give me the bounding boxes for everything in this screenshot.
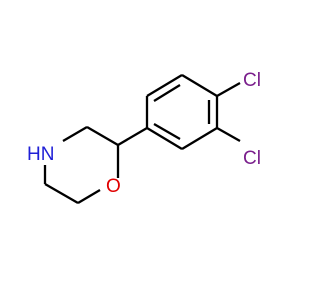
bond-ar5-cl xyxy=(216,126,241,143)
bond-ar6-ar1 xyxy=(146,127,183,150)
bond-ar4-cl xyxy=(216,81,241,98)
double-bond-inner-left xyxy=(153,84,181,102)
chlorine-label-meta: Cl xyxy=(243,148,261,169)
chlorine-label-para: Cl xyxy=(243,70,261,91)
bond-c6-o1 xyxy=(77,189,101,204)
bond-ar2-ar3 xyxy=(146,74,183,97)
bond-ar3-ar4 xyxy=(181,74,218,97)
double-bond-inner-bottom xyxy=(153,123,181,140)
bond-c2-aryl xyxy=(117,127,148,146)
oxygen-label: O xyxy=(106,176,121,197)
bond-ar5-ar6 xyxy=(181,127,218,150)
bond-c2-c3 xyxy=(86,126,119,146)
molecule-structure-diagram: HN O Cl Cl xyxy=(27,70,261,204)
bond-c5-c6 xyxy=(44,183,79,204)
amine-label: HN xyxy=(27,144,54,165)
structure-canvas: HN O Cl Cl xyxy=(27,70,261,204)
bond-c3-n4 xyxy=(62,126,88,142)
